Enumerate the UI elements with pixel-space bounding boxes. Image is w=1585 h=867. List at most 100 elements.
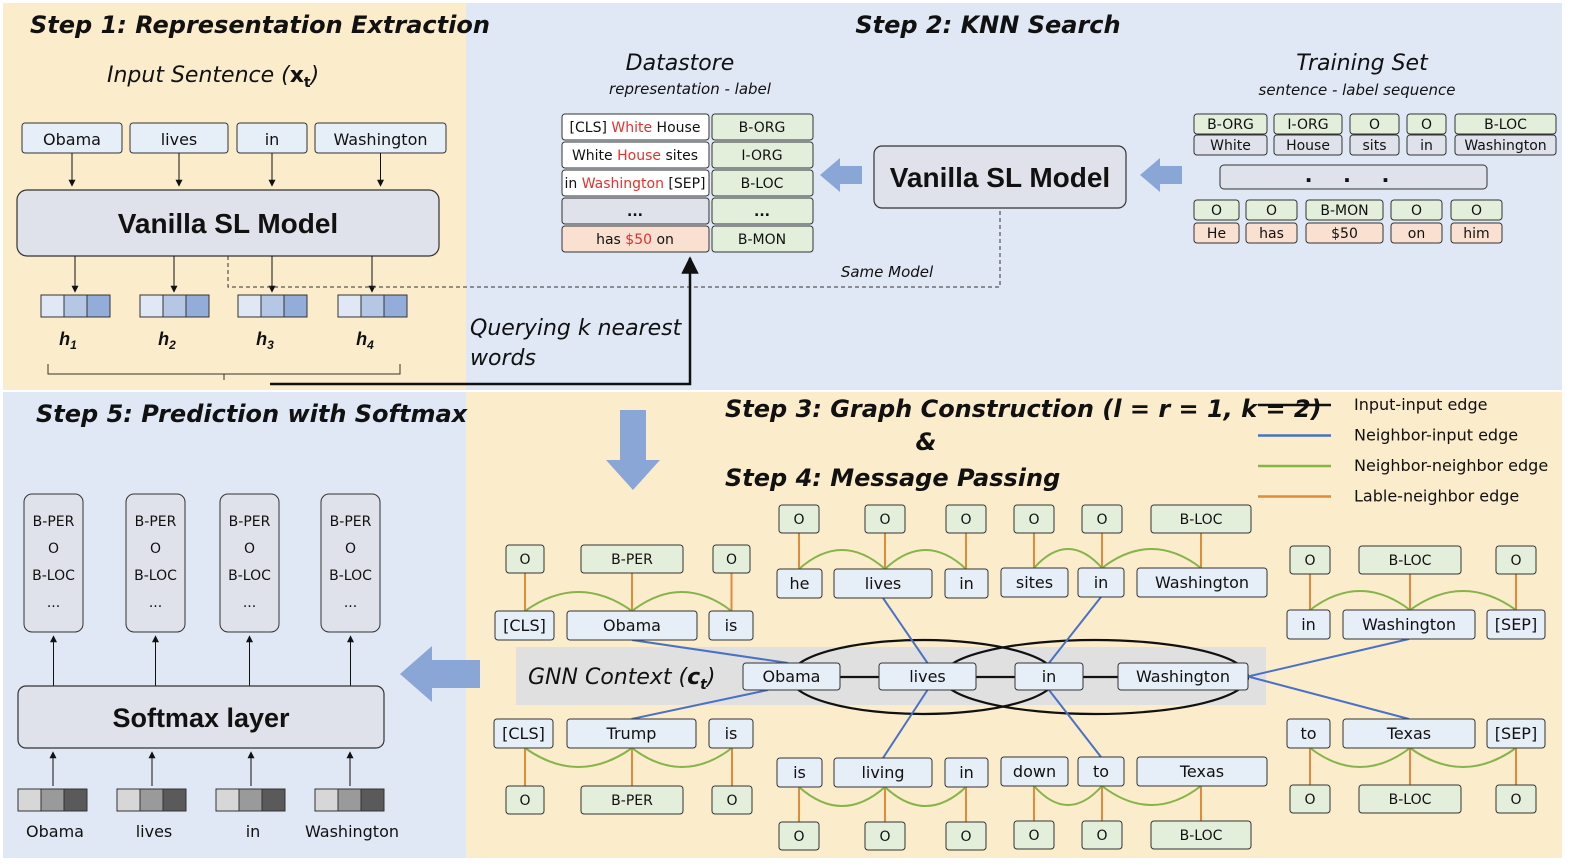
training-word-text: on — [1408, 226, 1425, 242]
context-vector-cell — [360, 788, 385, 812]
datastore-representation-part: [CLS] — [570, 120, 612, 136]
training-set: B-ORGWhiteI-ORGHouseOsitsOinB-LOCWashing… — [1193, 113, 1557, 244]
hidden-label-sub: 4 — [366, 338, 374, 352]
neighbor-word-text: is — [725, 724, 738, 743]
softmax-output-column — [219, 493, 280, 633]
neighbor-label-text: O — [726, 552, 737, 568]
legend-label: Input-input edge — [1354, 395, 1487, 414]
neighbor-word-box — [566, 610, 698, 641]
step1-title: Step 1: Representation Extraction — [30, 11, 490, 39]
neighbor-word-box — [1000, 756, 1069, 787]
hidden-label-sub: 2 — [168, 338, 176, 352]
datastore-representation-part: White — [572, 148, 617, 164]
neighbor-neighbor-edge — [524, 747, 633, 768]
training-label-text: O — [1471, 203, 1482, 219]
neighbor-label-box — [712, 544, 751, 574]
neighbor-label-box — [1013, 504, 1055, 534]
neighbor-label-box — [1081, 504, 1123, 534]
context-vector-cell — [17, 788, 42, 812]
training-word-box — [1450, 222, 1503, 244]
datastore-representation-text: ... — [627, 204, 643, 220]
datastore-representation-text: White House sites — [572, 148, 698, 164]
neighbor-label-box — [505, 785, 545, 815]
neighbor-input-edge — [631, 639, 789, 664]
neighbor-word-text: Trump — [606, 724, 657, 743]
training-set-subtitle: sentence - label sequence — [1259, 81, 1456, 99]
neighbor-word-box — [944, 757, 989, 788]
neighbor-word-text: in — [959, 763, 974, 782]
query-label-line2: words — [470, 346, 536, 371]
neighbor-word-box — [566, 718, 697, 749]
softmax-output-column — [320, 493, 381, 633]
neighbor-word-box — [776, 568, 823, 599]
training-dots: . . . — [1305, 158, 1401, 188]
training-word-text: House — [1286, 138, 1330, 154]
neighbor-word-text: is — [725, 616, 738, 635]
hidden-vector-cell — [383, 294, 408, 318]
datastore-representation-part: Washington — [582, 176, 664, 192]
neighbor-neighbor-edge — [1409, 747, 1517, 768]
training-word-text: He — [1207, 226, 1226, 242]
hidden-brace — [47, 364, 401, 380]
neighbor-word-text: to — [1093, 762, 1109, 781]
datastore-label-box — [711, 113, 814, 141]
datastore-representation-text: in Washington [SEP] — [564, 176, 705, 192]
neighbor-word-box — [1077, 756, 1125, 787]
hidden-vector-cell — [260, 294, 285, 318]
neighbor-word-text: sites — [1016, 573, 1053, 592]
datastore-label-text: I-ORG — [741, 148, 782, 164]
context-vector-cell — [314, 788, 339, 812]
neighbor-word-text: down — [1013, 762, 1056, 781]
neighbor-neighbor-edge — [1101, 548, 1202, 569]
softmax-output-item: B-PER — [330, 514, 372, 530]
datastore-subtitle: representation - label — [609, 80, 772, 98]
datastore-label-text: B-LOC — [741, 176, 784, 192]
neighbor-label-box — [1081, 820, 1123, 850]
neighbor-neighbor-edge — [884, 549, 967, 570]
neighbor-word-text: in — [1094, 573, 1109, 592]
neighbor-label-text: B-LOC — [1180, 512, 1223, 528]
softmax-output-item: B-PER — [229, 514, 271, 530]
training-label-text: O — [1411, 203, 1422, 219]
input-sentence-caption: Input Sentence (xt) — [107, 63, 319, 91]
neighbor-label-text: O — [1304, 553, 1315, 569]
neighbor-label-box — [864, 821, 906, 851]
legend-label: Neighbor-neighbor edge — [1354, 456, 1548, 475]
training-label-text: B-LOC — [1484, 117, 1527, 133]
neighbor-input-edge — [1247, 675, 1410, 720]
datastore-representation-box — [561, 169, 710, 197]
neighbor-word-box — [493, 718, 554, 749]
neighbor-word-text: Texas — [1179, 762, 1224, 781]
datastore-label-box — [711, 169, 814, 197]
query-label-line1: Querying k nearest — [470, 316, 683, 341]
neighbor-neighbor-edge — [798, 786, 886, 807]
training-label-box — [1245, 199, 1298, 221]
softmax-output-item: ... — [149, 595, 162, 611]
ampersand: & — [916, 428, 937, 456]
neighbor-word-box — [833, 757, 933, 788]
gnn-input-node-box — [878, 662, 977, 691]
hidden-vector-cell — [237, 294, 262, 318]
neighbor-word-text: living — [861, 763, 904, 782]
step1-token-text: in — [265, 130, 280, 149]
query-arrow — [270, 256, 699, 386]
training-word-box — [1193, 134, 1268, 156]
context-vector-cell — [261, 788, 286, 812]
neighbor-label-box — [778, 821, 820, 851]
neighbor-word-box — [944, 568, 989, 599]
neighbor-label-box — [711, 785, 753, 815]
neighbor-word-text: [CLS] — [502, 724, 545, 743]
datastore-label-text: ... — [754, 204, 770, 220]
neighbor-label-text: O — [1304, 792, 1315, 808]
neighbor-label-box — [945, 504, 987, 534]
training-word-box — [1349, 134, 1400, 156]
softmax-output-item: B-LOC — [228, 568, 271, 584]
neighbor-neighbor-edge — [1101, 785, 1202, 806]
softmax-output-item: ... — [47, 595, 60, 611]
neighbor-word-box — [1000, 567, 1069, 598]
softmax-output-item: O — [150, 541, 161, 557]
